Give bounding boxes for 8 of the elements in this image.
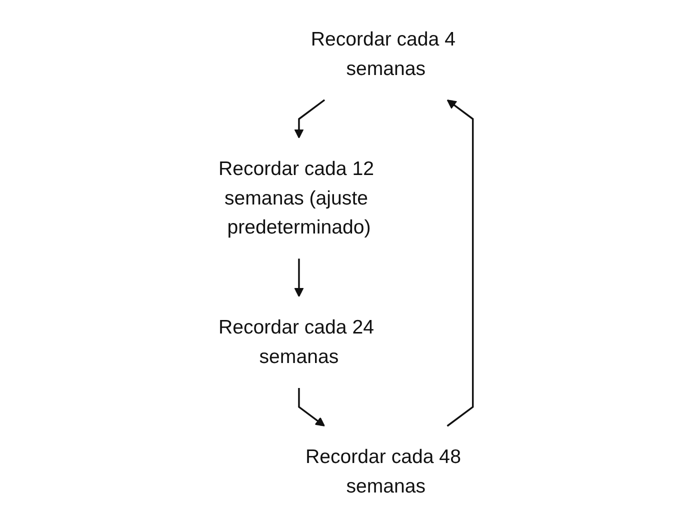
arrow — [298, 388, 326, 426]
node-text: Recordar cada 12 semanas (ajuste predeterminado) — [218, 158, 374, 238]
node-text: Recordar cada 4 semanas — [310, 28, 456, 80]
arrow — [446, 100, 474, 427]
node-text: Recordar cada 48 semanas — [305, 446, 461, 497]
arrow — [294, 99, 326, 138]
arrow — [294, 258, 304, 298]
node-text: Recordar cada 24 semanas — [218, 316, 374, 368]
